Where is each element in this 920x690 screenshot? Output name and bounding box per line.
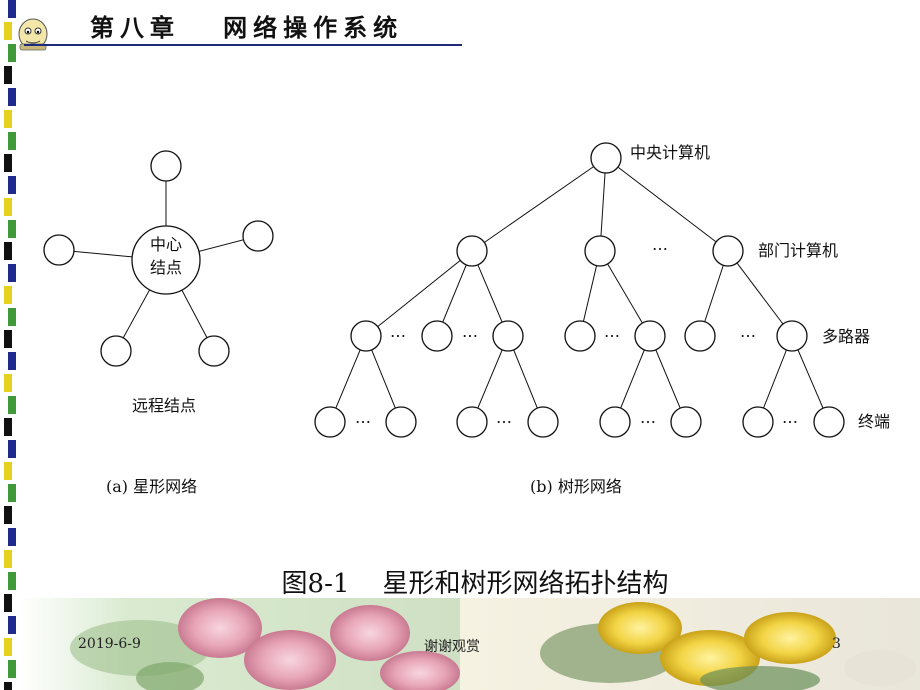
stripe-block bbox=[4, 242, 12, 260]
stripe-block bbox=[8, 220, 16, 238]
decorative-left-stripe bbox=[0, 0, 20, 690]
edge-tree-root-node-to-tree-dept-node-1 bbox=[471, 157, 607, 252]
star-remote-label: 远程结点 bbox=[132, 396, 196, 415]
diagram-nodes bbox=[43, 142, 845, 438]
tree-terminal-node-5 bbox=[599, 406, 631, 438]
edge-tree-dept-node-1-to-tree-mux-node-1 bbox=[365, 250, 473, 337]
tree-dept-node-1 bbox=[456, 235, 488, 267]
footer: 2019-6-9 谢谢观赏 3 bbox=[20, 598, 920, 690]
tree-terminal-node-3 bbox=[456, 406, 488, 438]
star-center-node bbox=[131, 225, 201, 295]
ellipsis-term-2: … bbox=[496, 408, 512, 427]
stripe-block bbox=[8, 88, 16, 106]
stripe-block bbox=[8, 176, 16, 194]
stripe-block bbox=[8, 440, 16, 458]
stripe-block bbox=[8, 484, 16, 502]
ellipsis-dept: … bbox=[652, 235, 668, 254]
star-caption: (a) 星形网络 bbox=[106, 477, 197, 496]
tree-mux-node-6 bbox=[684, 320, 716, 352]
stripe-block bbox=[4, 110, 12, 128]
ellipsis-mux-2: … bbox=[462, 322, 478, 341]
footer-date: 2019-6-9 bbox=[78, 636, 141, 652]
tree-dept-node-3 bbox=[712, 235, 744, 267]
tree-terminal-node-4 bbox=[527, 406, 559, 438]
tree-mux-node-1 bbox=[350, 320, 382, 352]
stripe-block bbox=[4, 506, 12, 524]
star-center-label-line1: 中心 bbox=[150, 235, 182, 254]
tree-caption: (b) 树形网络 bbox=[530, 477, 622, 496]
stripe-block bbox=[8, 308, 16, 326]
ellipsis-mux-1: … bbox=[390, 322, 406, 341]
tree-terminal-node-1 bbox=[314, 406, 346, 438]
figure-caption: 图8-1 星形和树形网络拓扑结构 bbox=[281, 569, 669, 599]
stripe-block bbox=[8, 132, 16, 150]
stripe-block bbox=[8, 44, 16, 62]
tree-dept-node-2 bbox=[584, 235, 616, 267]
tree-root-node bbox=[590, 142, 622, 174]
page-number: 3 bbox=[832, 636, 841, 652]
tree-dept-label: 部门计算机 bbox=[758, 241, 838, 260]
stripe-block bbox=[4, 374, 12, 392]
edge-tree-root-node-to-tree-dept-node-3 bbox=[605, 157, 729, 252]
star-center-label-line2: 结点 bbox=[150, 258, 182, 277]
stripe-block bbox=[8, 616, 16, 634]
tree-mux-node-5 bbox=[634, 320, 666, 352]
stripe-block bbox=[4, 286, 12, 304]
edge-tree-dept-node-3-to-tree-mux-node-7 bbox=[727, 250, 793, 337]
stripe-block bbox=[4, 154, 12, 172]
stripe-block bbox=[4, 462, 12, 480]
tree-terminal-node-8 bbox=[813, 406, 845, 438]
tree-terminal-label: 终端 bbox=[858, 412, 890, 431]
stripe-block bbox=[8, 528, 16, 546]
stripe-block bbox=[4, 22, 12, 40]
tree-mux-node-4 bbox=[564, 320, 596, 352]
star-remote-node-right bbox=[242, 220, 274, 252]
tree-terminal-node-6 bbox=[670, 406, 702, 438]
tree-terminal-node-7 bbox=[742, 406, 774, 438]
stripe-block bbox=[4, 550, 12, 568]
page-title: 第八章 网络操作系统 bbox=[90, 13, 404, 42]
stripe-block bbox=[4, 594, 12, 612]
stripe-block bbox=[8, 660, 16, 678]
star-remote-node-left bbox=[43, 234, 75, 266]
star-remote-node-top bbox=[150, 150, 182, 182]
stripe-block bbox=[4, 418, 12, 436]
ellipsis-term-1: … bbox=[355, 408, 371, 427]
stripe-block bbox=[8, 352, 16, 370]
flower-decoration-left bbox=[20, 598, 460, 690]
stripe-block bbox=[8, 396, 16, 414]
stripe-block bbox=[4, 682, 12, 690]
star-remote-node-bottom-left bbox=[100, 335, 132, 367]
ellipsis-mux-3: … bbox=[604, 322, 620, 341]
tree-mux-node-7 bbox=[776, 320, 808, 352]
flower-decoration-right bbox=[460, 598, 920, 690]
stripe-block bbox=[8, 572, 16, 590]
stripe-block bbox=[8, 264, 16, 282]
footer-center-text: 谢谢观赏 bbox=[424, 639, 480, 655]
stripe-block bbox=[4, 198, 12, 216]
ellipsis-mux-4: … bbox=[740, 322, 756, 341]
ellipsis-term-3: … bbox=[640, 408, 656, 427]
stripe-block bbox=[8, 0, 16, 18]
star-remote-node-bottom-right bbox=[198, 335, 230, 367]
edge-tree-dept-node-2-to-tree-mux-node-5 bbox=[599, 250, 651, 337]
header-rule bbox=[24, 44, 462, 46]
tree-mux-label: 多路器 bbox=[822, 327, 870, 346]
stripe-block bbox=[4, 638, 12, 656]
tree-mux-node-2 bbox=[421, 320, 453, 352]
stripe-block bbox=[4, 330, 12, 348]
tree-terminal-node-2 bbox=[385, 406, 417, 438]
stripe-block bbox=[4, 66, 12, 84]
ellipsis-term-4: … bbox=[782, 408, 798, 427]
tree-mux-node-3 bbox=[492, 320, 524, 352]
tree-root-label: 中央计算机 bbox=[630, 143, 710, 162]
